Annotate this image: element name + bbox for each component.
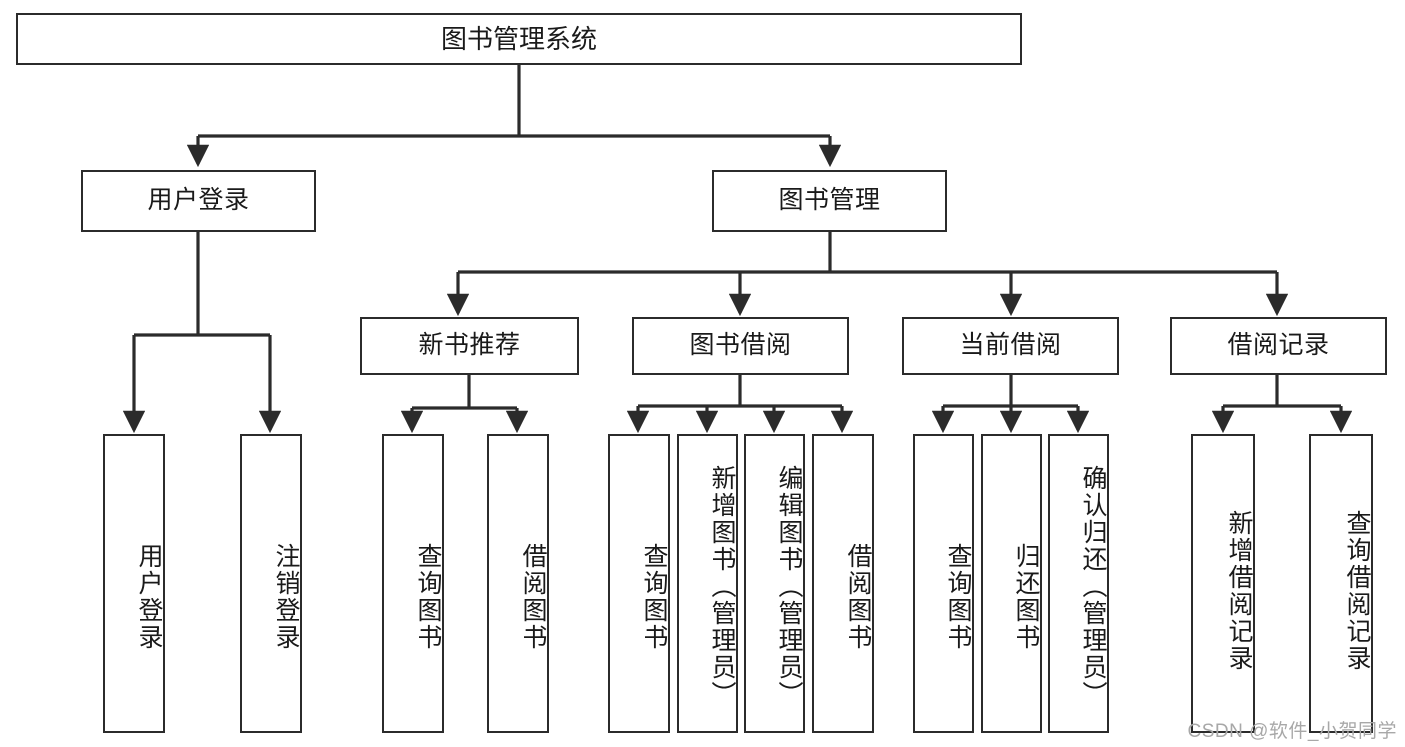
leaf-query-record-label: 查询借阅记录 — [1343, 509, 1371, 672]
node-book-borrow[interactable]: 图书借阅 — [632, 317, 849, 375]
leaf-add-record-label: 新增借阅记录 — [1225, 509, 1253, 672]
leaf-add-record[interactable]: 新增借阅记录 — [1191, 434, 1255, 733]
node-user-login[interactable]: 用户登录 — [81, 170, 316, 232]
leaf-query-book-3-label: 查询图书 — [944, 542, 972, 651]
leaf-confirm-return-label: 确认归还（管理员） — [1079, 465, 1107, 708]
leaf-logout[interactable]: 注销登录 — [240, 434, 302, 733]
leaf-borrow-book-2-label: 借阅图书 — [844, 542, 872, 651]
leaf-borrow-book-1[interactable]: 借阅图书 — [487, 434, 549, 733]
leaf-add-book-label: 新增图书（管理员） — [708, 465, 736, 708]
leaf-user-login-label: 用户登录 — [135, 542, 163, 651]
node-borrow-record-label: 借阅记录 — [1227, 331, 1330, 360]
node-book-management[interactable]: 图书管理 — [712, 170, 947, 232]
leaf-user-login[interactable]: 用户登录 — [103, 434, 165, 733]
leaf-logout-label: 注销登录 — [272, 542, 300, 651]
node-root[interactable]: 图书管理系统 — [16, 13, 1022, 65]
leaf-return-book[interactable]: 归还图书 — [981, 434, 1042, 733]
node-new-book-recommend-label: 新书推荐 — [418, 331, 521, 360]
leaf-edit-book-label: 编辑图书（管理员） — [775, 465, 803, 708]
leaf-confirm-return[interactable]: 确认归还（管理员） — [1048, 434, 1109, 733]
leaf-borrow-book-1-label: 借阅图书 — [519, 542, 547, 651]
leaf-query-book-3[interactable]: 查询图书 — [913, 434, 974, 733]
node-borrow-record[interactable]: 借阅记录 — [1170, 317, 1387, 375]
leaf-query-book-1-label: 查询图书 — [414, 542, 442, 651]
node-current-borrow[interactable]: 当前借阅 — [902, 317, 1119, 375]
leaf-query-record[interactable]: 查询借阅记录 — [1309, 434, 1373, 733]
leaf-query-book-1[interactable]: 查询图书 — [382, 434, 444, 733]
csdn-watermark: CSDN @软件_小贺同学 — [1187, 721, 1397, 742]
leaf-query-book-2[interactable]: 查询图书 — [608, 434, 670, 733]
node-user-login-label: 用户登录 — [147, 186, 250, 215]
leaf-return-book-label: 归还图书 — [1012, 542, 1040, 651]
leaf-add-book[interactable]: 新增图书（管理员） — [677, 434, 738, 733]
node-book-management-label: 图书管理 — [778, 186, 881, 215]
node-book-borrow-label: 图书借阅 — [689, 331, 792, 360]
leaf-borrow-book-2[interactable]: 借阅图书 — [812, 434, 874, 733]
node-current-borrow-label: 当前借阅 — [959, 331, 1062, 360]
node-new-book-recommend[interactable]: 新书推荐 — [360, 317, 579, 375]
leaf-edit-book[interactable]: 编辑图书（管理员） — [744, 434, 805, 733]
node-root-label: 图书管理系统 — [440, 23, 597, 54]
leaf-query-book-2-label: 查询图书 — [640, 542, 668, 651]
